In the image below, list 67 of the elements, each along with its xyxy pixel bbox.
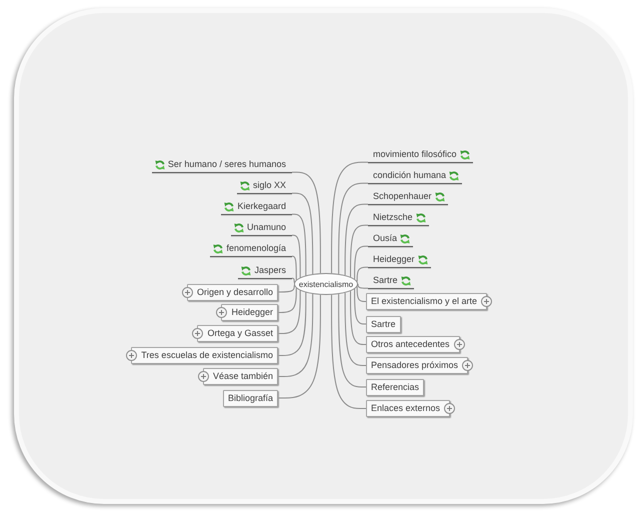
connector-line	[278, 294, 314, 377]
connector-line	[278, 288, 297, 313]
topic-text: Heidegger	[231, 307, 273, 318]
topic-text: condición humana	[373, 170, 446, 181]
topic-text: Véase también	[212, 371, 273, 382]
connector-line	[292, 278, 295, 284]
underlined-topic	[368, 149, 473, 163]
connector-line	[344, 292, 366, 366]
topic-text: Origen y desarrollo	[196, 286, 273, 298]
underlined-topic	[368, 191, 448, 205]
topic-box	[222, 390, 278, 406]
topic-text: Kierkegaard	[237, 201, 286, 212]
topic-text: Ousía	[373, 233, 398, 244]
topic-text: Sartre	[371, 318, 396, 330]
topic-text: Tres escuelas de existencialismo	[141, 350, 273, 361]
connector-line	[292, 234, 301, 278]
connector-line	[278, 294, 321, 398]
topic-text: Referencias	[371, 382, 420, 392]
underlined-topic	[368, 254, 431, 268]
connector-line	[292, 172, 321, 274]
topic-text: El existencialismo y el arte	[371, 296, 478, 307]
topic-text: Ser humano / seres humanos	[168, 159, 286, 170]
topic-text: Bibliografía	[228, 392, 273, 404]
underlined-topic	[368, 275, 414, 289]
topic-text: Nietzsche	[373, 212, 413, 223]
topic-text: Jaspers	[254, 265, 286, 276]
connector-line	[350, 290, 366, 345]
underlined-topic	[236, 180, 292, 194]
topic-text: Ortega y Gasset	[207, 328, 273, 339]
connector-line	[278, 290, 301, 334]
connector-line	[331, 162, 368, 274]
underlined-topic	[368, 212, 429, 226]
connector-line	[350, 224, 368, 278]
topic-text: movimiento filosófico	[373, 149, 457, 160]
underlined-topic	[368, 233, 414, 247]
underlined-topic	[238, 265, 292, 279]
topic-box	[366, 316, 401, 332]
topic-text: Heidegger	[373, 254, 415, 265]
topic-text: Enlaces externos	[371, 403, 440, 414]
underlined-topic	[368, 170, 462, 184]
connector-line	[292, 256, 297, 280]
connector-line	[354, 288, 366, 324]
underlined-topic	[210, 243, 292, 257]
topic-text: Schopenhauer	[373, 191, 432, 202]
topic-text: siglo XX	[252, 180, 286, 191]
connector-line	[338, 182, 368, 274]
connector-line	[292, 214, 306, 276]
topic-box	[366, 378, 424, 396]
connector-line	[354, 246, 368, 280]
connector-line	[356, 266, 368, 282]
topic-text: fenomenología	[226, 243, 286, 254]
connector-line	[278, 292, 306, 356]
topic-text: Sartre	[373, 275, 398, 286]
topic-text: Unamuno	[246, 222, 286, 233]
underlined-topic	[221, 201, 292, 215]
underlined-topic	[152, 159, 292, 173]
topic-text: Pensadores próximos	[371, 360, 458, 371]
connector-line	[338, 294, 366, 388]
topic-text: existencialismo	[298, 278, 354, 290]
connector-line	[344, 204, 368, 276]
connector-line	[278, 284, 295, 292]
underlined-topic	[230, 222, 292, 236]
connector-line	[331, 294, 366, 409]
connector-line	[292, 192, 314, 274]
topic-text: Otros antecedentes	[371, 339, 450, 350]
connector-line	[358, 284, 368, 289]
connector-line	[356, 286, 366, 302]
